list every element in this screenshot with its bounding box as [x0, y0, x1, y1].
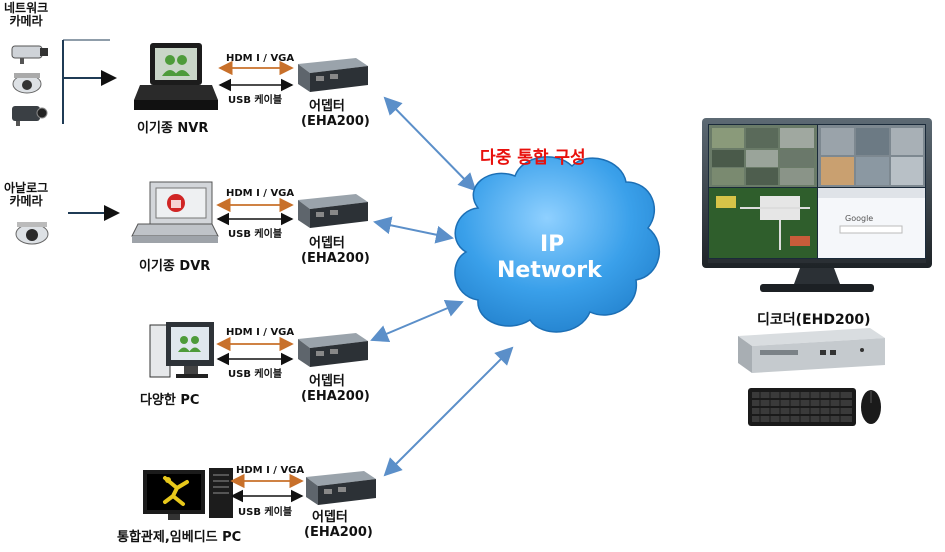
decoder-box-icon — [738, 328, 885, 373]
analog-dome-camera-icon — [15, 222, 49, 245]
adapter-model: (EHA200) — [304, 525, 373, 540]
usb-cable-label: USB 케이블 — [228, 229, 283, 240]
box-camera-icon — [12, 106, 48, 126]
adapter-model: (EHA200) — [301, 114, 370, 129]
adapter-model: (EHA200) — [301, 251, 370, 266]
adapter-device-icon — [298, 333, 368, 367]
browser-logo: Google — [845, 214, 874, 223]
adapter-name: 어뎁터 — [312, 510, 348, 525]
usb-cable-label: USB 케이블 — [238, 507, 293, 518]
pc-device-icon — [149, 322, 214, 378]
adapter-model: (EHA200) — [301, 389, 370, 404]
adapter-name: 어뎁터 — [309, 99, 345, 114]
device-label: 통합관제,임베디드 PC — [117, 530, 242, 545]
cloud-label-ip: IP — [540, 232, 565, 257]
cloud-label-network: Network — [497, 258, 602, 283]
nvr-device-icon — [134, 43, 218, 110]
video-cable-label: HDM I / VGA — [226, 188, 295, 199]
adapter-device-icon — [298, 194, 368, 228]
diagram-title: 다중 통합 구성 — [480, 148, 586, 168]
usb-cable-label: USB 케이블 — [228, 95, 283, 106]
decoder-monitor — [702, 118, 932, 292]
dome-camera-icon — [12, 73, 42, 94]
adapter-device-icon — [306, 471, 376, 505]
video-cable-label: HDM I / VGA — [226, 327, 295, 338]
keyboard-icon — [748, 388, 856, 426]
control-pc-device-icon — [143, 468, 233, 520]
ip-network-cloud — [454, 156, 661, 333]
mouse-icon — [861, 390, 881, 424]
video-cable-label: HDM I / VGA — [236, 465, 305, 476]
device-label: 이기종 NVR — [137, 121, 209, 136]
network-camera-label: 네트워크 카메라 — [4, 1, 49, 28]
analog-camera-label: 아날로그 카메라 — [4, 181, 49, 208]
adapter-name: 어뎁터 — [309, 374, 345, 389]
decoder-label: 디코더(EHD200) — [757, 312, 871, 328]
video-cable-label: HDM I / VGA — [226, 53, 295, 64]
device-label: 이기종 DVR — [139, 259, 211, 274]
dvr-device-icon — [131, 181, 219, 243]
adapter-device-icon — [298, 58, 368, 92]
cctv-camera-icon — [11, 45, 48, 64]
usb-cable-label: USB 케이블 — [228, 369, 283, 380]
device-label: 다양한 PC — [140, 393, 200, 408]
adapter-name: 어뎁터 — [309, 236, 345, 251]
